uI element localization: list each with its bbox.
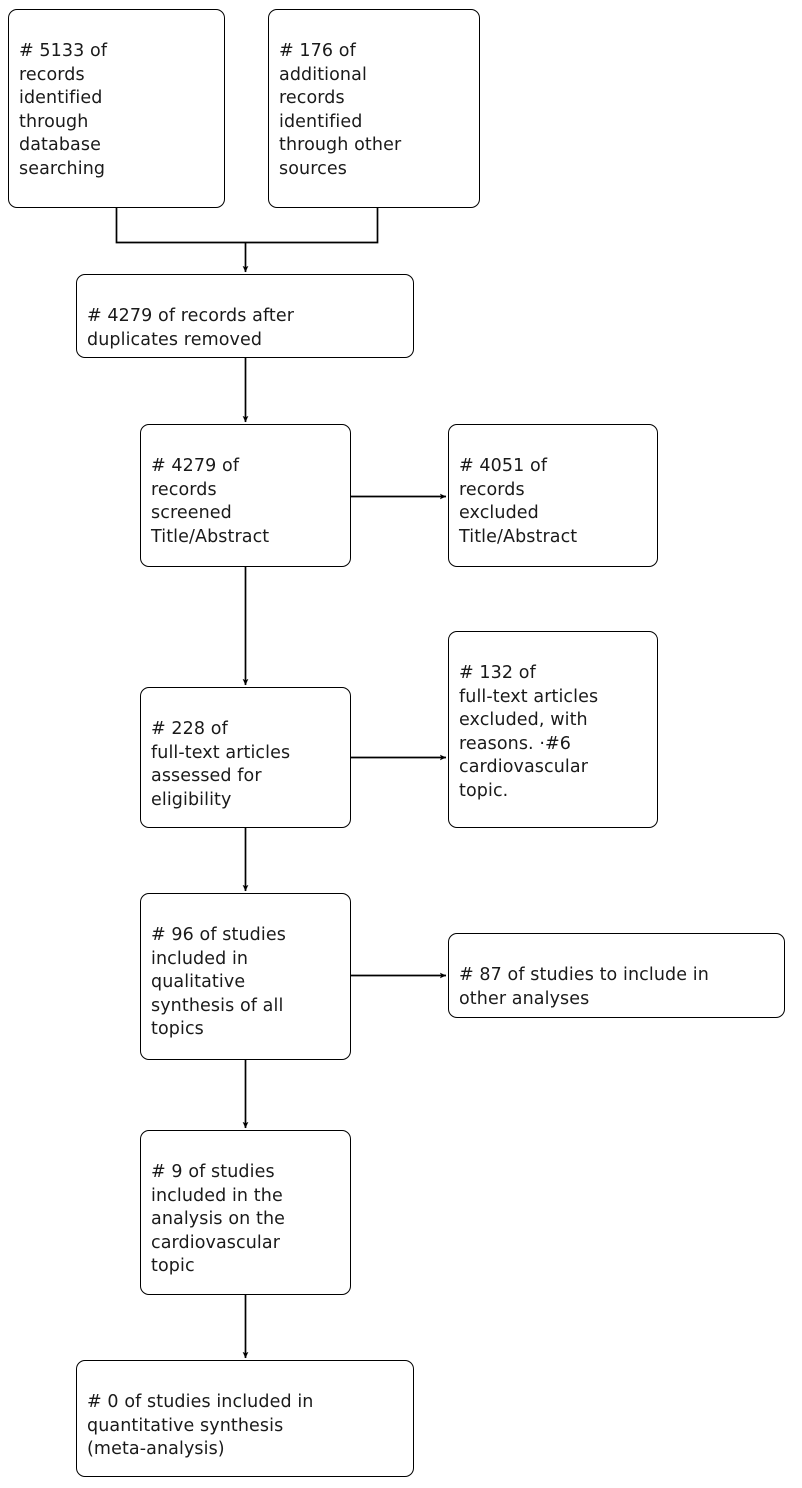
- connector-other-sources-to-merge: [245, 208, 379, 244]
- node-label: # 5133 of records identified through dat…: [19, 41, 108, 179]
- node-label: # 176 of additional records identified t…: [279, 41, 402, 179]
- connector-database-to-merge: [115, 208, 245, 244]
- node-label: # 228 of full-text articles assessed for…: [151, 719, 291, 810]
- studies-included-in-quantitative-synthesis-box: # 0 of studies included in quantitative …: [76, 1360, 414, 1477]
- node-label: # 4279 of records after duplicates remov…: [87, 306, 295, 350]
- full-text-articles-excluded-with-reasons-box: # 132 of full-text articles excluded, wi…: [448, 631, 658, 828]
- studies-included-in-cardiovascular-analysis-box: # 9 of studies included in the analysis …: [140, 1130, 351, 1295]
- records-excluded-title-abstract-box: # 4051 of records excluded Title/Abstrac…: [448, 424, 658, 567]
- studies-included-in-qualitative-synthesis-box: # 96 of studies included in qualitative …: [140, 893, 351, 1060]
- records-identified-through-database-searching-box: # 5133 of records identified through dat…: [8, 9, 225, 208]
- full-text-articles-assessed-for-eligibility-box: # 228 of full-text articles assessed for…: [140, 687, 351, 828]
- node-label: # 132 of full-text articles excluded, wi…: [459, 663, 599, 801]
- node-label: # 4279 of records screened Title/Abstrac…: [151, 456, 270, 547]
- records-screened-title-abstract-box: # 4279 of records screened Title/Abstrac…: [140, 424, 351, 567]
- node-label: # 0 of studies included in quantitative …: [87, 1392, 314, 1460]
- studies-to-include-in-other-analyses-box: # 87 of studies to include in other anal…: [448, 933, 785, 1018]
- records-after-duplicates-removed-box: # 4279 of records after duplicates remov…: [76, 274, 414, 358]
- node-label: # 87 of studies to include in other anal…: [459, 965, 709, 1009]
- node-label: # 96 of studies included in qualitative …: [151, 925, 286, 1040]
- additional-records-identified-through-other-sources-box: # 176 of additional records identified t…: [268, 9, 480, 208]
- node-label: # 4051 of records excluded Title/Abstrac…: [459, 456, 578, 547]
- node-label: # 9 of studies included in the analysis …: [151, 1162, 285, 1277]
